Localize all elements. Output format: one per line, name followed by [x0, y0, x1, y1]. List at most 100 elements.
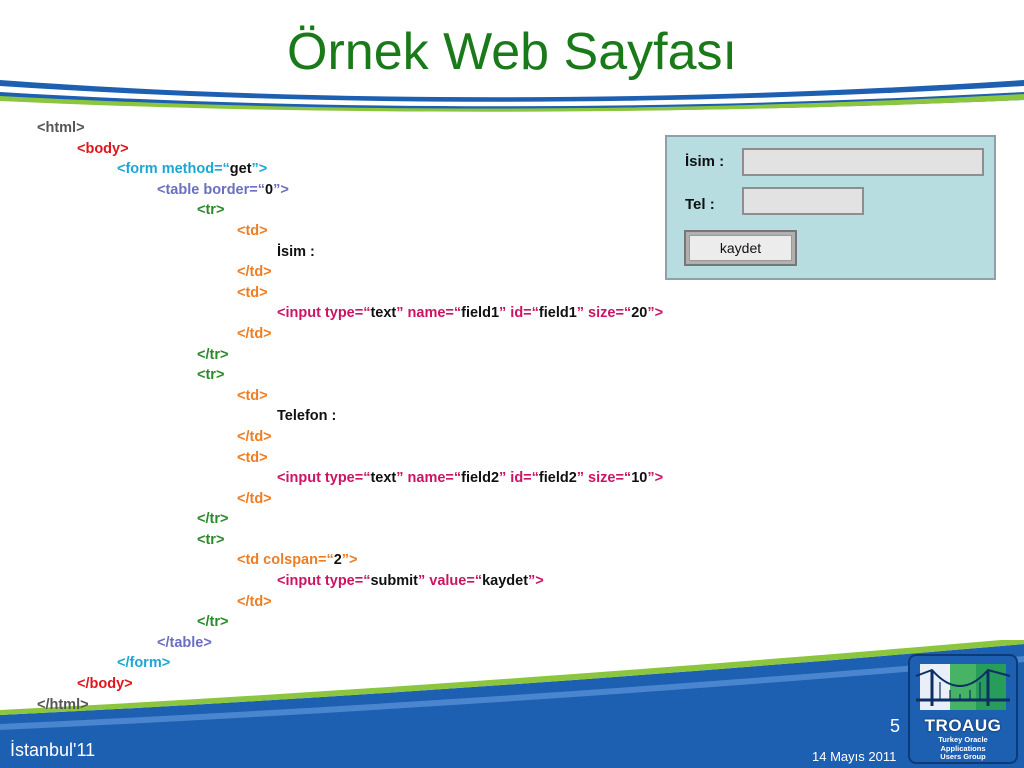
code-token: ”> [647, 305, 664, 322]
code-token: get [229, 161, 252, 178]
code-line: </tr> [37, 345, 663, 366]
code-token: ” id=“ [499, 305, 539, 322]
code-token: field1 [538, 305, 577, 322]
code-token: kaydet [482, 573, 529, 590]
code-token: <td colspan=“ [237, 552, 334, 569]
code-token: </form> [117, 655, 171, 672]
code-line: <td> [37, 386, 663, 407]
code-line: </td> [37, 427, 663, 448]
code-token: ”> [251, 161, 268, 178]
tel-label: Tel : [685, 196, 715, 213]
code-token: </body> [77, 676, 133, 693]
code-token: 10 [631, 470, 648, 487]
code-token: ” size=“ [576, 305, 632, 322]
footer-date: 14 Mayıs 2011 [812, 749, 897, 764]
code-token: <table border=“ [157, 181, 265, 198]
code-token: text [370, 470, 397, 487]
code-token: <input type=“ [277, 470, 371, 487]
code-token: <input type=“ [277, 305, 371, 322]
code-line: </td> [37, 592, 663, 613]
code-token: ” size=“ [576, 470, 632, 487]
code-token: <td> [237, 387, 268, 404]
code-token: ”> [647, 470, 664, 487]
name-input[interactable] [742, 148, 984, 176]
code-token: </td> [237, 490, 272, 507]
code-token: </td> [237, 593, 272, 610]
code-token: </tr> [197, 511, 229, 528]
code-line: </tr> [37, 509, 663, 530]
code-token: 0 [264, 181, 274, 198]
code-token: submit [370, 573, 418, 590]
kaydet-button-label: kaydet [689, 235, 792, 261]
code-token: </td> [237, 264, 272, 281]
code-line: <body> [37, 139, 663, 160]
code-line: </body> [37, 674, 663, 695]
logo-subtitle-line: Users Group [940, 752, 986, 761]
code-line: </td> [37, 262, 663, 283]
name-label: İsim : [685, 153, 725, 170]
code-token: </tr> [197, 346, 229, 363]
code-line: İsim : [37, 242, 663, 263]
code-token: </html> [37, 696, 89, 713]
code-token: <tr> [197, 202, 225, 219]
code-token: <td> [237, 449, 268, 466]
code-line: <tr> [37, 365, 663, 386]
code-line: <input type=“text” name=“field2” id=“fie… [37, 468, 663, 489]
code-token: İsim : [277, 243, 315, 260]
code-token: <html> [37, 120, 85, 136]
code-token: ” value=“ [418, 573, 483, 590]
code-token: ”> [341, 552, 358, 569]
logo-name: TROAUG [924, 716, 1002, 735]
code-line: Telefon : [37, 406, 663, 427]
code-line: <table border=“0”> [37, 180, 663, 201]
bridge-icon [915, 664, 1011, 710]
code-token: <form method=“ [117, 161, 230, 178]
code-token: text [370, 305, 397, 322]
code-line: <html> [37, 118, 663, 139]
code-line: </td> [37, 489, 663, 510]
troaug-logo: TROAUG Turkey Oracle Applications Users … [908, 654, 1018, 764]
slide-number: 5 [890, 716, 901, 736]
code-token: field1 [461, 305, 500, 322]
code-line: <td colspan=“2”> [37, 550, 663, 571]
code-line: <tr> [37, 200, 663, 221]
code-token: </td> [237, 428, 272, 445]
code-token: <td> [237, 222, 268, 239]
top-swoosh-decoration [0, 80, 1024, 112]
code-line: <form method=“get”> [37, 159, 663, 180]
code-token: Telefon : [277, 408, 337, 425]
logo-subtitle: Turkey Oracle Applications Users Group [910, 735, 1016, 762]
code-token: <td> [237, 284, 268, 301]
code-line: <input type=“text” name=“field1” id=“fie… [37, 303, 663, 324]
code-token: <body> [77, 140, 129, 157]
code-token: ” id=“ [499, 470, 539, 487]
code-token: <tr> [197, 531, 225, 548]
code-token: ” name=“ [396, 470, 462, 487]
code-token: <input type=“ [277, 573, 371, 590]
code-line: </html> [37, 695, 663, 716]
kaydet-button[interactable]: kaydet [684, 230, 797, 266]
footer-location: İstanbul'11 [10, 740, 96, 760]
code-line: <td> [37, 283, 663, 304]
code-token: field2 [538, 470, 577, 487]
code-line: </td> [37, 324, 663, 345]
code-token: ”> [273, 181, 289, 198]
code-token: </table> [157, 634, 212, 651]
code-line: <td> [37, 221, 663, 242]
code-token: </tr> [197, 614, 229, 631]
code-line: <td> [37, 448, 663, 469]
code-token: ”> [528, 573, 544, 590]
code-line: </table> [37, 633, 663, 654]
code-line: <tr> [37, 530, 663, 551]
code-token: 20 [631, 305, 648, 322]
code-line: </form> [37, 653, 663, 674]
code-token: <tr> [197, 367, 225, 384]
slide-title: Örnek Web Sayfası [287, 23, 737, 81]
code-token: ” name=“ [396, 305, 462, 322]
code-line: </tr> [37, 612, 663, 633]
code-token: </td> [237, 325, 272, 342]
tel-input[interactable] [742, 187, 864, 215]
code-line: <input type=“submit” value=“kaydet”> [37, 571, 663, 592]
form-preview-panel: İsim : Tel : kaydet [665, 135, 996, 280]
logo-subtitle-line: Turkey Oracle [938, 735, 988, 744]
